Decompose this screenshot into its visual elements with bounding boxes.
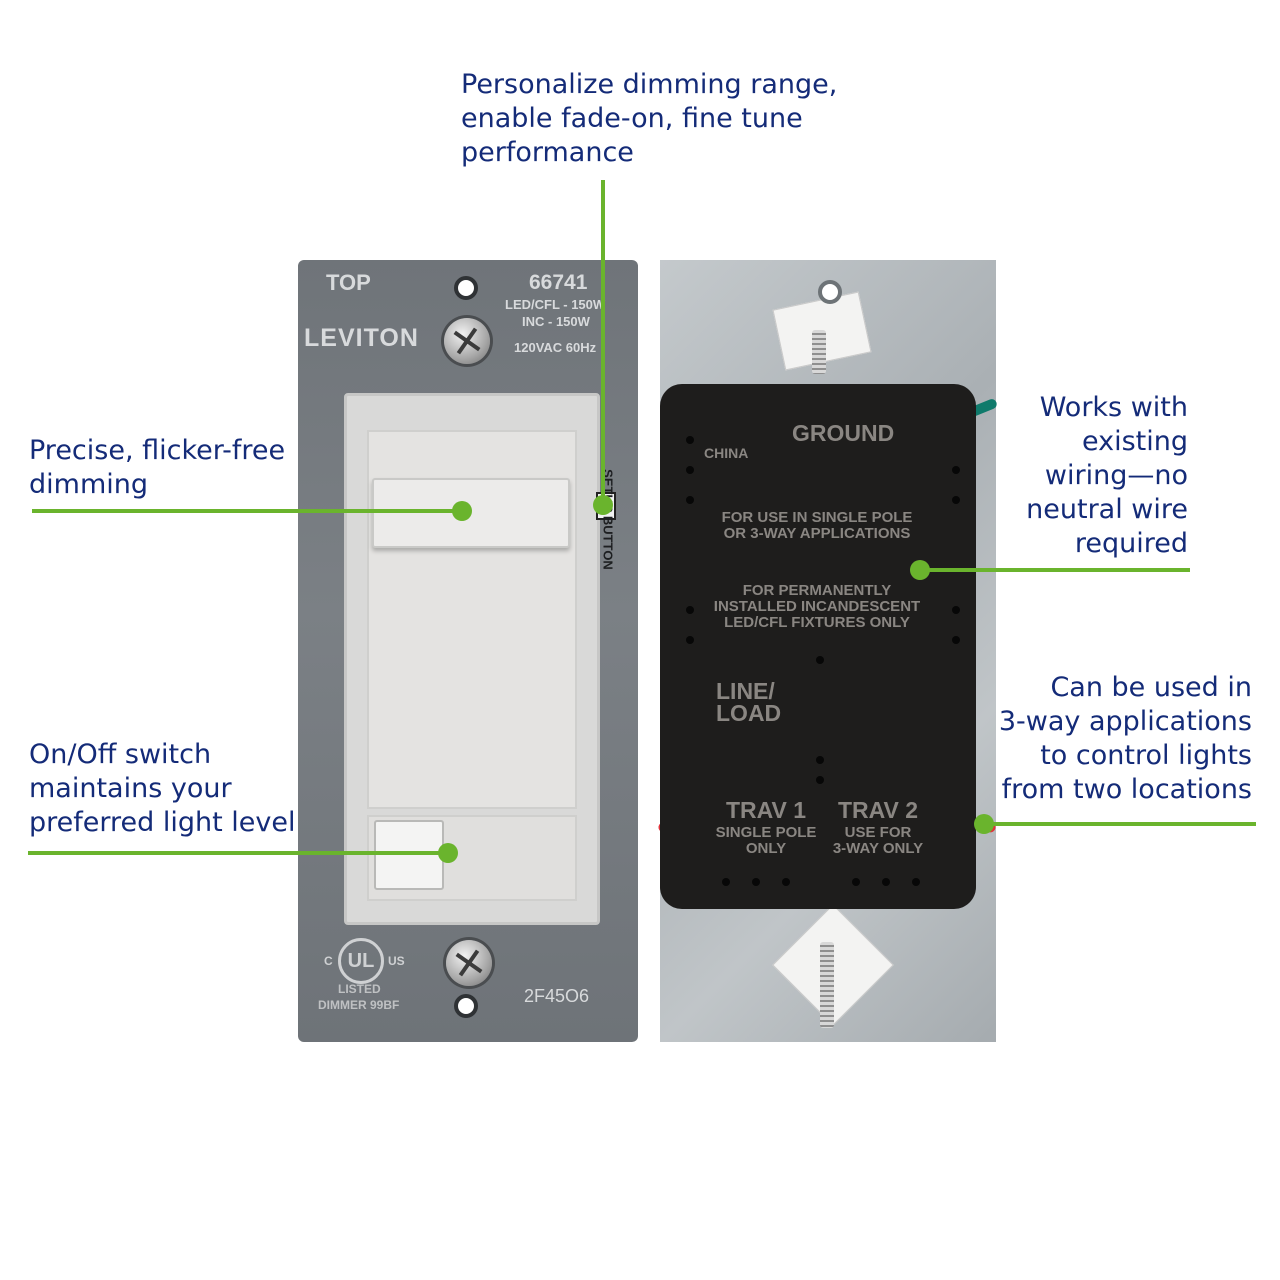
ground-label: GROUND — [792, 420, 895, 446]
vent-hole — [882, 878, 890, 886]
traveler-2-note-1: USE FOR — [844, 824, 912, 841]
vent-hole — [686, 436, 694, 444]
traveler-1-note-1: SINGLE POLE — [715, 824, 817, 841]
callout-wiring-line: required — [1074, 528, 1188, 559]
callout-setup-line: Personalize dimming range, — [461, 69, 838, 100]
model-number: 66741 — [529, 271, 588, 294]
vent-hole — [686, 606, 694, 614]
voltage-rating: 120VAC 60Hz — [514, 340, 597, 355]
bottom-bolt-icon — [820, 942, 834, 1028]
country-of-origin: CHINA — [704, 445, 749, 461]
vent-hole — [952, 496, 960, 504]
vent-hole — [952, 636, 960, 644]
leader-dot-threeway — [974, 814, 994, 834]
callout-dimming-line: dimming — [29, 469, 148, 500]
brand-logo: LEVITON — [304, 324, 419, 352]
vent-hole — [952, 466, 960, 474]
rating-led: LED/CFL - 150W — [505, 297, 606, 312]
callout-wiring-line: existing — [1081, 426, 1188, 457]
callout-dimming: Precise, flicker-free dimming — [29, 434, 285, 502]
application-note-2: OR 3-WAY APPLICATIONS — [723, 525, 911, 542]
callout-onoff-line: maintains your — [29, 773, 232, 804]
callout-on-off: On/Off switch maintains your preferred l… — [29, 738, 295, 840]
traveler-1-label: TRAV 1 — [725, 797, 807, 823]
date-code: 2F45O6 — [524, 986, 590, 1006]
callout-onoff-line: On/Off switch — [29, 739, 212, 770]
leader-line-onoff — [28, 851, 448, 855]
traveler-1-note-2: ONLY — [745, 840, 787, 857]
fixture-note-1: FOR PERMANENTLY — [742, 582, 892, 599]
callout-wiring-line: Works with — [1039, 392, 1188, 423]
leader-line-threeway — [984, 822, 1256, 826]
leader-dot-onoff — [438, 843, 458, 863]
top-terminal-screw-icon — [444, 318, 490, 364]
fixture-note-2: INSTALLED INCANDESCENT — [713, 598, 921, 615]
ul-listed-text: LISTED — [338, 982, 381, 996]
leader-dot-setup — [593, 495, 613, 515]
callout-onoff-line: preferred light level — [29, 807, 296, 838]
ul-listed-mark: UL — [338, 938, 384, 984]
callout-threeway-line: Can be used in — [1050, 672, 1252, 703]
vent-hole — [816, 776, 824, 784]
fixture-note-3: LED/CFL FIXTURES ONLY — [724, 614, 910, 631]
callout-threeway-line: from two locations — [1001, 774, 1252, 805]
traveler-2-note-2: 3-WAY ONLY — [832, 840, 924, 857]
vent-hole — [686, 466, 694, 474]
rating-inc: INC - 150W — [522, 314, 590, 329]
callout-wiring-line: neutral wire — [1026, 494, 1188, 525]
callout-three-way: Can be used in 3-way applications to con… — [999, 671, 1252, 807]
vent-hole — [686, 496, 694, 504]
leader-dot-dimming — [452, 501, 472, 521]
vent-hole — [816, 756, 824, 764]
vent-hole — [686, 636, 694, 644]
callout-threeway-line: 3-way applications — [998, 706, 1252, 737]
leader-line-wiring — [922, 568, 1190, 572]
leader-line-setup — [601, 180, 605, 500]
bottom-terminal-screw-icon — [446, 940, 492, 986]
vent-hole — [722, 878, 730, 886]
callout-dimming-line: Precise, flicker-free — [29, 435, 286, 466]
on-off-switch[interactable] — [374, 820, 444, 890]
ul-c-mark: C — [324, 954, 333, 968]
leader-dot-wiring — [910, 560, 930, 580]
callout-no-neutral: Works with existing wiring—no neutral wi… — [1026, 391, 1188, 561]
ul-us-mark: US — [388, 954, 405, 968]
callout-setup-line: performance — [461, 137, 634, 168]
leader-line-dimming — [32, 509, 460, 513]
traveler-2-label: TRAV 2 — [837, 797, 919, 823]
vent-hole — [816, 656, 824, 664]
callout-threeway-line: to control lights — [1040, 740, 1252, 771]
vent-hole — [752, 878, 760, 886]
dimmer-back-housing — [660, 384, 976, 909]
callout-wiring-line: wiring—no — [1044, 460, 1188, 491]
callout-setup-features: Personalize dimming range, enable fade-o… — [461, 68, 837, 170]
vent-hole — [952, 606, 960, 614]
application-note-1: FOR USE IN SINGLE POLE — [721, 509, 913, 526]
top-bolt-icon — [812, 330, 826, 374]
line-label: LINE/ — [716, 678, 775, 704]
top-marking: TOP — [326, 270, 371, 295]
top-mounting-hole — [454, 276, 478, 300]
vent-hole — [782, 878, 790, 886]
vent-hole — [852, 878, 860, 886]
ul-listed-sub: DIMMER 99BF — [318, 998, 400, 1012]
load-label: LOAD — [716, 700, 782, 726]
back-top-mounting-hole — [818, 280, 842, 304]
vent-hole — [912, 878, 920, 886]
callout-setup-line: enable fade-on, fine tune — [461, 103, 803, 134]
bottom-mounting-hole — [454, 994, 478, 1018]
